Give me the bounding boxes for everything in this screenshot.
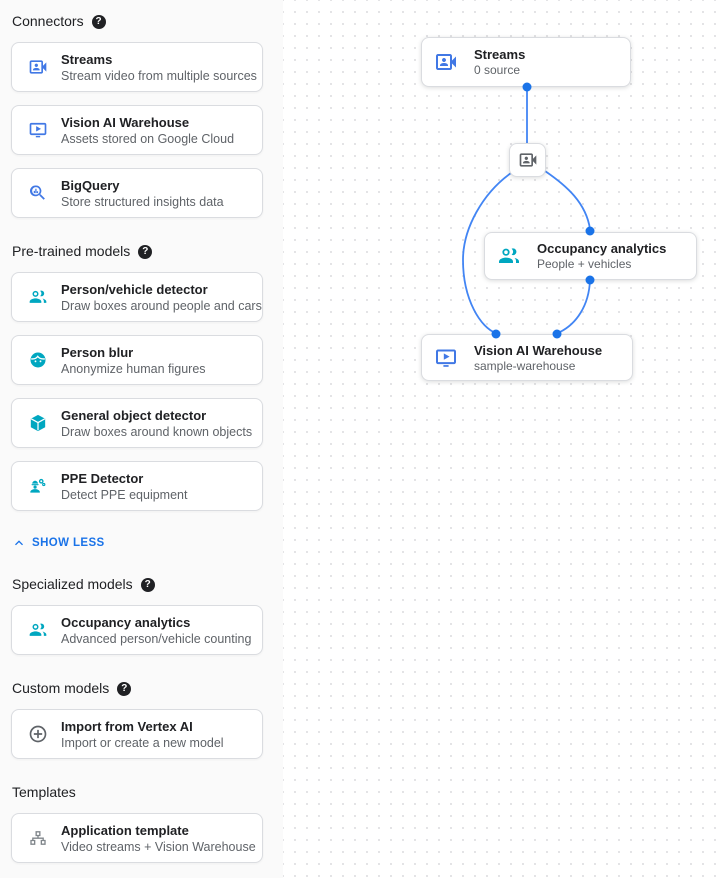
graph-node-stream-mini[interactable]: [509, 143, 546, 177]
section-title: Templates: [12, 784, 76, 800]
node-title: Streams: [474, 47, 526, 62]
show-less-label: SHOW LESS: [32, 537, 105, 549]
card-title: BigQuery: [61, 177, 120, 193]
node-subtitle: People + vehicles: [537, 257, 632, 271]
add-circle-icon: [28, 724, 48, 744]
section-heading-custom-models: Custom models?: [12, 681, 263, 696]
section-heading-connectors: Connectors?: [12, 14, 263, 29]
help-icon[interactable]: ?: [91, 14, 106, 29]
show-less-link[interactable]: SHOW LESS: [11, 535, 263, 551]
card-title: Vision AI Warehouse: [61, 114, 190, 130]
section-title: Connectors: [12, 13, 84, 29]
video-camera-front-icon: [434, 50, 458, 74]
section-heading-pretrained-models: Pre-trained models?: [12, 244, 263, 259]
ppe-icon: [28, 476, 48, 496]
card-subtitle: Detect PPE equipment: [61, 487, 188, 502]
edge-stream-mini-to-occupancy-analytics: [544, 170, 591, 230]
node-subtitle: 0 source: [474, 63, 521, 77]
edge-occupancy-analytics-to-vision-ai-warehouse: [559, 279, 591, 333]
people-icon: [28, 287, 48, 307]
node-subtitle: sample-warehouse: [474, 358, 576, 373]
tree-icon: [28, 828, 48, 848]
card-title: Person/vehicle detector: [61, 281, 208, 297]
card-subtitle: Import or create a new model: [61, 735, 224, 750]
bigquery-icon: [28, 183, 48, 203]
card-subtitle: Draw boxes around known objects: [61, 424, 253, 439]
node-title: Vision AI Warehouse: [474, 342, 603, 358]
face-icon: [28, 350, 48, 370]
help-icon[interactable]: ?: [140, 577, 155, 592]
card-subtitle: Assets stored on Google Cloud: [61, 131, 235, 146]
card-title: Occupancy analytics: [61, 614, 191, 630]
section-title: Specialized models: [12, 576, 133, 592]
card-title: PPE Detector: [61, 470, 144, 486]
card-title: Person blur: [61, 344, 134, 360]
card-subtitle: Draw boxes around people and cars: [61, 298, 262, 313]
video-camera-front-icon: [518, 150, 538, 170]
card-title: Import from Vertex AI: [61, 718, 193, 734]
video-camera-front-icon: [28, 57, 48, 77]
card-subtitle: Video streams + Vision Warehouse: [61, 839, 256, 854]
help-icon[interactable]: ?: [117, 681, 132, 696]
card-subtitle: Store structured insights data: [61, 194, 224, 209]
help-icon[interactable]: ?: [138, 244, 153, 259]
card-subtitle: Stream video from multiple sources: [61, 68, 257, 83]
chevron-up-icon: [11, 535, 27, 551]
smart-display-icon: [434, 346, 458, 370]
card-subtitle: Advanced person/vehicle counting: [61, 631, 252, 646]
card-title: General object detector: [61, 407, 207, 423]
section-title: Custom models: [12, 680, 110, 696]
section-heading-specialized-models: Specialized models?: [12, 577, 263, 592]
card-title: Application template: [61, 822, 189, 838]
section-heading-templates: Templates: [12, 785, 263, 800]
ports-layer: [491, 82, 595, 339]
card-subtitle: Anonymize human figures: [61, 361, 206, 376]
node-title: Occupancy analytics: [537, 241, 667, 256]
people-icon: [28, 620, 48, 640]
smart-display-icon: [28, 120, 48, 140]
section-title: Pre-trained models: [12, 243, 131, 259]
card-title: Streams: [61, 51, 113, 67]
edges-layer: [462, 87, 591, 334]
cube-icon: [28, 413, 48, 433]
people-icon: [497, 244, 521, 268]
